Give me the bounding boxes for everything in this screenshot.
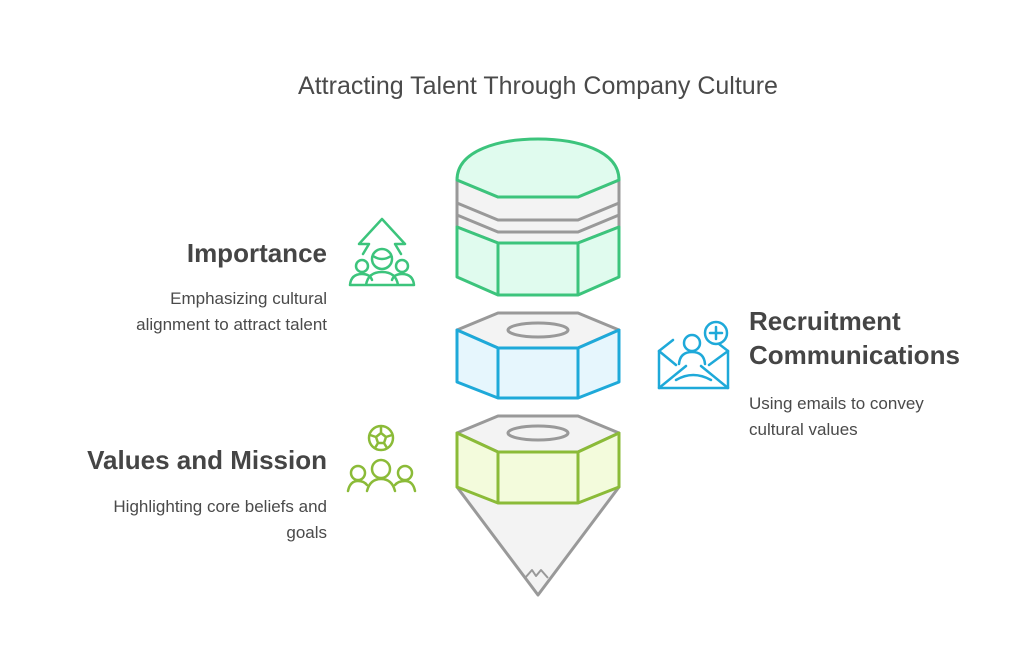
importance-heading: Importance — [186, 238, 327, 268]
diagram-title: Attracting Talent Through Company Cultur… — [298, 72, 778, 100]
recruitment-description: Using emails to convey cultural values — [749, 391, 924, 443]
importance-description: Emphasizing cultural alignment to attrac… — [136, 286, 327, 338]
pencil-middle-segment — [455, 311, 621, 400]
desc-line: alignment to attract talent — [136, 315, 327, 334]
pencil-top-segment — [455, 137, 621, 297]
recruitment-heading: Recruitment Communications — [749, 304, 960, 372]
pencil-bottom-segment — [455, 414, 621, 597]
desc-line: Emphasizing cultural — [170, 289, 327, 308]
heading-line: Communications — [749, 340, 960, 370]
desc-line: Using emails to convey — [749, 394, 924, 413]
email-add-user-icon — [657, 320, 730, 390]
values-description: Highlighting core beliefs and goals — [113, 494, 327, 546]
heading-line: Recruitment — [749, 306, 901, 336]
team-ball-icon — [346, 424, 417, 493]
values-heading: Values and Mission — [87, 445, 327, 475]
growth-team-icon — [348, 217, 416, 287]
desc-line: Highlighting core beliefs and — [113, 497, 327, 516]
desc-line: goals — [286, 523, 327, 542]
desc-line: cultural values — [749, 420, 858, 439]
